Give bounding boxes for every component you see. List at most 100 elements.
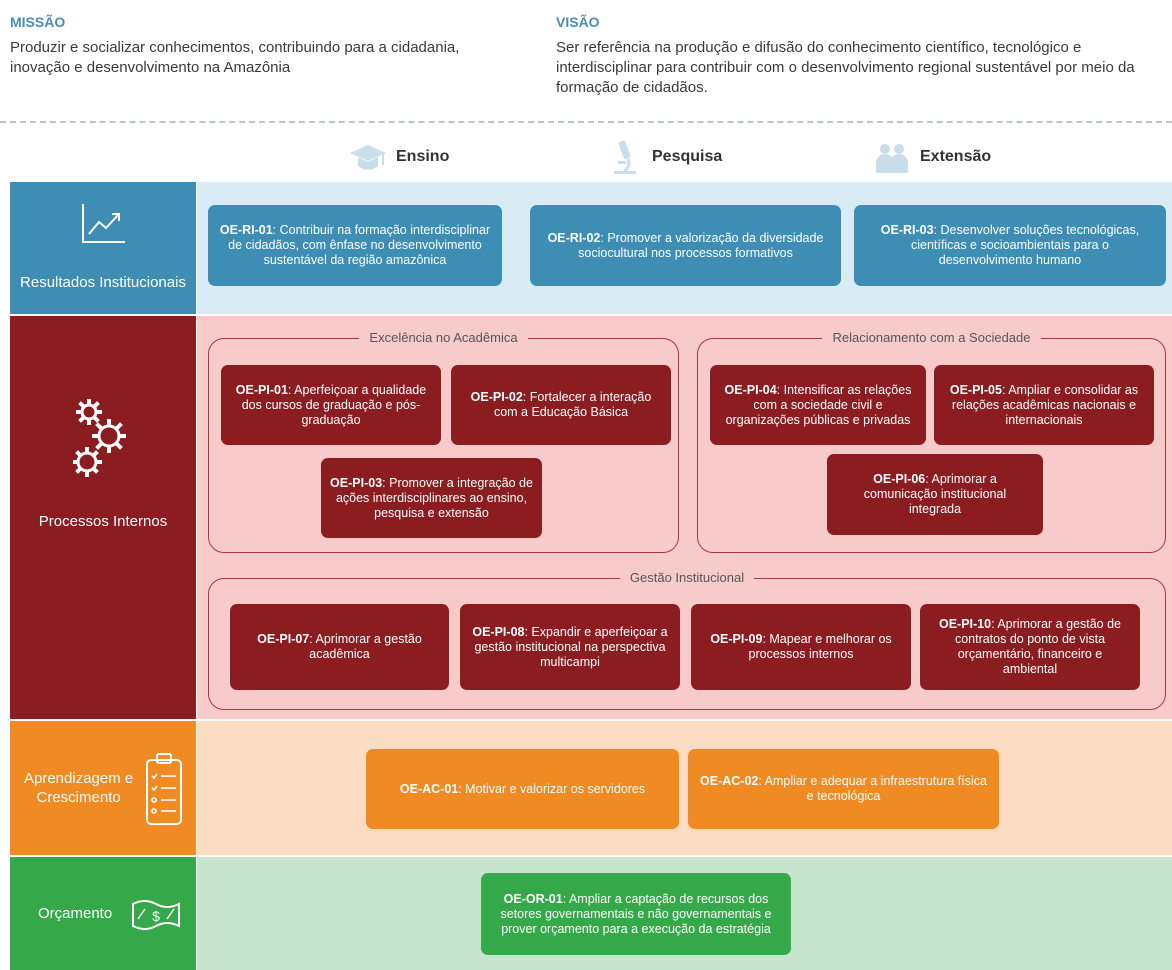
objective-description: : Promover a valorização da diversidade … [578,230,824,260]
pillar-pesquisa: Pesquisa [604,134,722,180]
row-processos-label: Processos Internos [38,513,168,530]
header-divider [0,121,1172,123]
pillar-ensino: Ensino [348,134,449,180]
objective-description: : Contribuir na formação interdisciplina… [228,223,491,267]
objective-box-oe-pi-03: OE-PI-03: Promover a integração de ações… [321,458,542,538]
mission-text: Produzir e socializar conhecimentos, con… [10,39,460,76]
objective-text: OE-RI-03: Desenvolver soluções tecnológi… [863,223,1157,268]
objective-text: OE-AC-02: Ampliar e adequar a infraestru… [697,774,990,804]
vision-title: VISÃO [556,14,600,30]
objective-box-oe-ac-01: OE-AC-01: Motivar e valorizar os servido… [366,749,679,829]
objective-box-oe-ri-03: OE-RI-03: Desenvolver soluções tecnológi… [854,205,1166,286]
objective-text: OE-PI-08: Expandir e aperfeiçoar a gestã… [469,625,671,670]
objective-description: : Desenvolver soluções tecnológicas, cie… [910,223,1140,267]
pillar-label: Pesquisa [652,148,723,165]
money-bill-icon: $ [132,899,180,930]
objective-text: OE-PI-02: Fortalecer a interação com a E… [460,390,662,420]
row-orcamento-label: Orçamento [38,905,113,922]
objective-box-oe-pi-06: OE-PI-06: Aprimorar a comunicação instit… [827,454,1043,535]
objective-box-oe-pi-04: OE-PI-04: Intensificar as relações com a… [710,365,926,445]
objective-text: OE-PI-04: Intensificar as relações com a… [719,383,917,428]
people-icon [876,144,908,173]
row-aprendizagem-label-line1: Aprendizagem e [24,770,134,787]
objective-code: OE-RI-03 [880,223,934,237]
row-resultados-label: Resultados Institucionais [20,274,186,291]
objective-code: OE-OR-01 [503,891,563,906]
trend-chart-icon [82,204,125,243]
microscope-icon [614,140,636,174]
objective-description: : Motivar e valorizar os servidores [458,781,646,796]
objective-description: : Aprimorar a gestão acadêmica [309,632,422,661]
objective-text: OE-PI-09: Mapear e melhorar os processos… [700,632,902,662]
objective-code: OE-PI-09 [710,632,763,646]
objective-box-oe-ri-01: OE-RI-01: Contribuir na formação interdi… [208,205,502,286]
objective-text: OE-PI-07: Aprimorar a gestão acadêmica [239,632,440,662]
objective-description: : Expandir e aperfeiçoar a gestão instit… [474,624,668,669]
objective-box-oe-pi-05: OE-PI-05: Ampliar e consolidar as relaçõ… [934,365,1154,445]
objective-text: OE-PI-03: Promover a integração de ações… [330,476,533,521]
row-processos-sidebar: Processos Internos [10,316,196,719]
objective-code: OE-PI-03 [330,475,383,490]
objective-box-oe-ri-02: OE-RI-02: Promover a valorização da dive… [530,205,841,286]
objective-text: OE-PI-01: Aperfeiçoar a qualidade dos cu… [230,383,432,428]
objective-code: OE-PI-08 [472,624,525,639]
objective-code: OE-AC-02 [700,774,759,788]
svg-text:$: $ [152,908,160,924]
clipboard-checklist-icon [146,753,182,825]
objective-description: : Mapear e melhorar os processos interno… [748,632,892,661]
row-aprendizagem-background [197,721,1172,855]
mission-title: MISSÃO [10,14,66,30]
objective-text: OE-PI-05: Ampliar e consolidar as relaçõ… [943,383,1145,428]
objective-description: : Aprimorar a comunicação institucional … [863,472,1007,516]
graduation-cap-icon [350,145,386,170]
objective-box-oe-pi-08: OE-PI-08: Expandir e aperfeiçoar a gestã… [460,604,680,690]
objective-box-oe-pi-07: OE-PI-07: Aprimorar a gestão acadêmica [230,604,449,690]
row-resultados-sidebar: Resultados Institucionais [10,182,196,314]
pillar-label: Extensão [920,148,992,165]
objective-description: : Ampliar a captação de recursos dos set… [500,891,772,936]
objective-description: : Promover a integração de ações interdi… [335,475,533,520]
objective-description: : Ampliar e consolidar as relações acadê… [951,382,1139,427]
objective-box-oe-pi-01: OE-PI-01: Aperfeiçoar a qualidade dos cu… [221,365,441,445]
objective-code: OE-AC-01 [399,781,459,796]
gears-icon [73,399,126,477]
group-excelencia-academica: Excelência no Acadêmica [208,330,679,553]
objective-description: : Aprimorar a gestão de contratos do pon… [954,617,1122,676]
objective-description: : Ampliar e adequar a infraestrutura fís… [758,774,987,803]
objective-box-oe-pi-02: OE-PI-02: Fortalecer a interação com a E… [451,365,671,445]
objective-box-oe-pi-10: OE-PI-10: Aprimorar a gestão de contrato… [920,604,1140,690]
objective-description: : Aperfeiçoar a qualidade dos cursos de … [241,382,427,427]
group-label: Excelência no Acadêmica [359,330,528,345]
objective-description: : Intensificar as relações com a socieda… [725,382,912,427]
objective-code: OE-PI-07 [257,632,310,646]
objective-text: OE-PI-10: Aprimorar a gestão de contrato… [929,617,1131,677]
objective-box-oe-ac-02: OE-AC-02: Ampliar e adequar a infraestru… [688,749,999,829]
group-label: Gestão Institucional [619,570,755,585]
objective-text: OE-OR-01: Ampliar a captação de recursos… [490,892,782,937]
row-orcamento-sidebar: Orçamento $ [10,857,196,970]
pillar-extensao: Extensão [872,134,991,180]
objective-text: OE-AC-01: Motivar e valorizar os servido… [400,782,645,797]
objective-code: OE-PI-01 [235,382,288,397]
objective-code: OE-RI-02 [547,230,601,245]
objective-code: OE-PI-10 [938,617,992,631]
row-aprendizagem-sidebar: Aprendizagem e Crescimento [10,721,196,855]
row-aprendizagem-label: Aprendizagem e Crescimento [24,769,133,807]
row-aprendizagem-label-line2: Crescimento [36,789,121,806]
pillar-label: Ensino [396,148,450,165]
objective-code: OE-PI-02 [470,390,523,404]
group-relacionamento-sociedade: Relacionamento com a Sociedade [697,330,1166,553]
objective-description: : Fortalecer a interação com a Educação … [493,390,652,419]
group-label: Relacionamento com a Sociedade [822,330,1041,345]
group-gestao-institucional: Gestão Institucional [208,570,1166,710]
objective-code: OE-PI-05 [949,382,1002,397]
objective-text: OE-RI-01: Contribuir na formação interdi… [217,223,493,268]
objective-text: OE-PI-06: Aprimorar a comunicação instit… [836,472,1034,517]
objective-code: OE-PI-04 [724,382,777,397]
objective-box-oe-pi-09: OE-PI-09: Mapear e melhorar os processos… [691,604,911,690]
objective-box-oe-or-01: OE-OR-01: Ampliar a captação de recursos… [481,873,791,955]
objective-code: OE-PI-06 [873,472,926,486]
objective-text: OE-RI-02: Promover a valorização da dive… [539,231,832,261]
objective-code: OE-RI-01 [219,223,273,237]
vision-text: Ser referência na produção e difusão do … [556,39,1135,96]
